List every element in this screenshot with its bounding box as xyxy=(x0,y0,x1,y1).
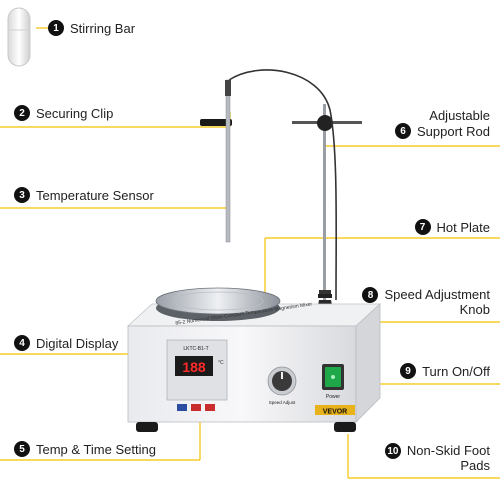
callout-label-line-1: Adjustable xyxy=(429,108,490,123)
callout-number-badge: 7 xyxy=(414,219,431,235)
display-model-label: LKTC-B1-T xyxy=(183,346,208,352)
callout-adjustable-support-rod: Adjustable 6 Support Rod xyxy=(395,108,490,139)
digital-display-screen xyxy=(175,356,213,376)
down-button xyxy=(191,404,201,411)
callout-label: Temperature Sensor xyxy=(36,187,154,203)
callout-temp-time-setting: 5 Temp & Time Setting xyxy=(14,441,156,457)
callout-label: Digital Display xyxy=(36,335,119,351)
callout-number-badge: 4 xyxy=(14,335,30,351)
callout-number-badge: 10 xyxy=(384,443,401,459)
power-label: Power xyxy=(326,394,341,400)
callout-number-badge: 2 xyxy=(14,105,30,121)
callout-label: Securing Clip xyxy=(36,105,114,121)
sensor-cable xyxy=(228,69,338,301)
callout-number-badge: 5 xyxy=(14,441,30,457)
callout-label-line-1: Non-Skid Foot xyxy=(406,443,490,458)
display-unit: °C xyxy=(218,360,224,366)
callout-label-line-2: Support Rod xyxy=(417,123,490,139)
callout-temperature-sensor: 3 Temperature Sensor xyxy=(14,187,154,203)
callout-label: Turn On/Off xyxy=(422,363,490,379)
brand-plate xyxy=(315,405,355,415)
securing-clip-image xyxy=(200,119,232,126)
callout-speed-adjustment-knob: 8 Speed Adjustment Knob xyxy=(362,287,490,317)
callout-number-badge: 6 xyxy=(395,123,411,139)
callout-label: Temp & Time Setting xyxy=(36,441,156,457)
callout-label: Stirring Bar xyxy=(70,20,136,36)
callout-number-badge: 9 xyxy=(400,363,417,379)
callout-label-line-1: Speed Adjustment xyxy=(384,287,490,302)
foot-pad-left xyxy=(136,422,158,432)
callout-securing-clip: 2 Securing Clip xyxy=(14,105,113,121)
callout-number-badge: 1 xyxy=(48,20,64,36)
stirring-bar-image xyxy=(7,7,31,67)
callout-turn-on-off: 9 Turn On/Off xyxy=(400,363,490,379)
callout-stirring-bar: 1 Stirring Bar xyxy=(48,20,135,36)
temperature-sensor-probe xyxy=(225,79,231,243)
display-value: 188 xyxy=(182,359,206,375)
foot-pad-right xyxy=(334,422,356,432)
speed-adjustment-knob-image xyxy=(272,371,292,391)
callout-digital-display: 4 Digital Display xyxy=(14,335,118,351)
callout-label: Hot Plate xyxy=(436,219,490,235)
support-rod xyxy=(323,104,326,304)
callout-label-line-2: Pads xyxy=(460,458,490,473)
brand-logo: VEVOR xyxy=(323,409,348,416)
callout-number-badge: 3 xyxy=(14,187,30,203)
knob-label: Speed Adjust xyxy=(269,400,296,405)
callout-label-line-2: Knob xyxy=(459,302,490,317)
rod-clamp-knob xyxy=(317,115,333,131)
up-button xyxy=(205,404,215,411)
set-button xyxy=(177,404,187,411)
callout-non-skid-foot-pads: 10 Non-Skid Foot Pads xyxy=(384,443,490,473)
callout-number-badge: 8 xyxy=(362,287,379,303)
callout-hot-plate: 7 Hot Plate xyxy=(414,219,490,235)
